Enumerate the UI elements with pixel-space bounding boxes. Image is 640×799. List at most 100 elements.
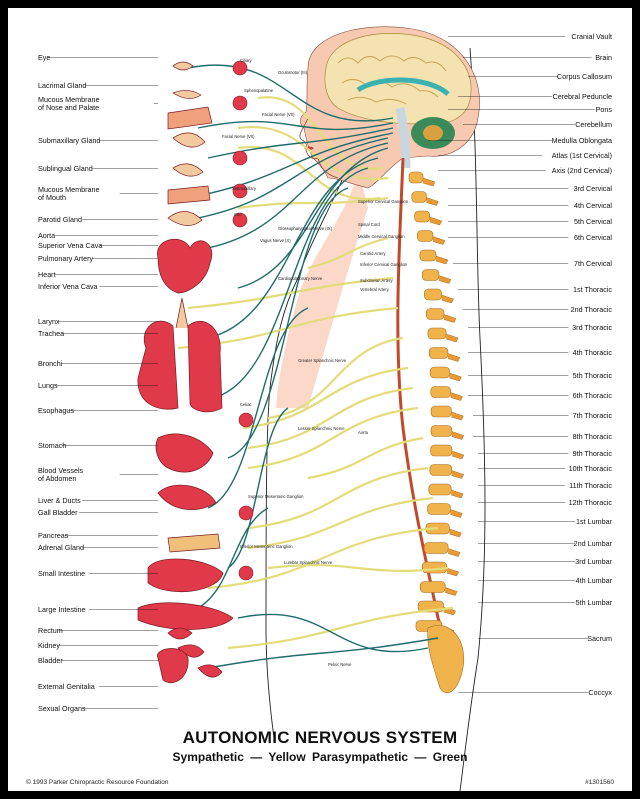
spinous-process bbox=[449, 528, 462, 538]
nerve-label: Inferior Mesenteric Ganglion bbox=[240, 544, 293, 549]
nerve-label: Middle Cervical Ganglion bbox=[358, 234, 405, 239]
left-label: Esophagus bbox=[38, 406, 74, 415]
nerve-label: Greater Splanchnic Nerve bbox=[298, 358, 347, 363]
right-label: 3rd Lumbar bbox=[575, 557, 612, 566]
left-leader-lines bbox=[48, 57, 158, 709]
left-label: Bladder bbox=[38, 656, 63, 665]
body-outline bbox=[459, 47, 486, 791]
sympathetic-nerve bbox=[242, 366, 409, 430]
eye-organ bbox=[172, 61, 194, 71]
parasympathetic-nerve bbox=[197, 120, 394, 131]
left-label: Adrenal Gland bbox=[38, 543, 84, 552]
spinous-process bbox=[435, 255, 449, 265]
left-label: Liver & Ducts bbox=[38, 496, 81, 505]
right-label: Brain bbox=[595, 53, 612, 62]
vertebra bbox=[430, 425, 453, 437]
spinous-process bbox=[429, 216, 443, 226]
vertebra bbox=[414, 210, 430, 223]
left-label: Rectum bbox=[38, 626, 63, 635]
spinous-process bbox=[450, 392, 463, 401]
left-label: Aorta bbox=[38, 231, 55, 240]
right-label: Atlas (1st Cervical) bbox=[552, 151, 612, 160]
right-label: 1st Thoracic bbox=[573, 285, 612, 294]
nerve-label: Subclavian Artery bbox=[360, 278, 393, 283]
right-label: 12th Thoracic bbox=[569, 498, 613, 507]
nerve-label: Facial Nerve (VII) bbox=[222, 134, 255, 139]
sympathetic-nerve bbox=[247, 496, 434, 550]
right-label: 5th Lumbar bbox=[576, 598, 613, 607]
spinous-process bbox=[451, 431, 465, 440]
right-label: 10th Thoracic bbox=[569, 464, 613, 473]
brainstem bbox=[395, 107, 411, 169]
nerve-label: Submaxillary bbox=[232, 186, 257, 191]
nerve-label: Superior Cervical Ganglion bbox=[358, 199, 409, 204]
vertebra bbox=[427, 503, 451, 515]
nerve-label: Spinal Cord bbox=[358, 222, 381, 227]
spinal-column bbox=[396, 157, 465, 693]
right-label: Cranial Vault bbox=[571, 32, 612, 41]
left-label: Stomach bbox=[38, 441, 66, 450]
parasympathetic-nerve bbox=[207, 142, 389, 249]
spinous-process bbox=[448, 548, 461, 557]
nerve-label: Glossopharyngeal Nerve (IX) bbox=[278, 226, 333, 231]
vertebra bbox=[429, 366, 450, 379]
parasympathetic-nerve bbox=[187, 64, 394, 122]
trachea-organ bbox=[175, 297, 189, 329]
right-label: 5th Cervical bbox=[574, 217, 612, 226]
liver-organ bbox=[157, 484, 217, 510]
right-label: 4th Cervical bbox=[574, 201, 612, 210]
spinous-process bbox=[432, 236, 446, 245]
parasympathetic-nerve bbox=[207, 307, 309, 509]
cerebellum-core bbox=[423, 125, 443, 141]
right-label: 7th Thoracic bbox=[573, 411, 613, 420]
left-label: External Genitalia bbox=[38, 682, 95, 691]
spinous-process bbox=[451, 450, 465, 460]
ganglion bbox=[238, 565, 254, 581]
left-label: Superior Vena Cava bbox=[38, 241, 102, 250]
right-leader-lines bbox=[428, 36, 595, 693]
sympathetic-nerve bbox=[207, 526, 439, 590]
right-label: 2nd Lumbar bbox=[574, 539, 613, 548]
right-label: 11th Thoracic bbox=[569, 481, 612, 490]
spinous-process bbox=[450, 509, 463, 518]
ganglion bbox=[232, 183, 248, 199]
left-label: Large Intestine bbox=[38, 605, 86, 614]
left-label: Pancreas bbox=[38, 531, 69, 540]
bladder-organ bbox=[157, 648, 189, 684]
right-label: Sacrum bbox=[587, 634, 612, 643]
small-intestine-organ bbox=[147, 558, 224, 593]
catalog-number: #1301560 bbox=[585, 779, 614, 786]
vertebra bbox=[428, 483, 452, 496]
spinous-process bbox=[426, 197, 439, 206]
right-label: 3rd Thoracic bbox=[572, 323, 612, 332]
vertebra bbox=[421, 269, 440, 281]
parasympathetic-nerve bbox=[207, 637, 439, 669]
lacrimal-gland-organ bbox=[172, 90, 202, 99]
parasympathetic-nerve bbox=[207, 157, 379, 339]
nerve-label: Aorta bbox=[358, 430, 369, 435]
spinous-process bbox=[447, 353, 461, 362]
vertebra bbox=[429, 464, 452, 476]
ganglion bbox=[238, 505, 254, 521]
left-label: Parotid Gland bbox=[38, 215, 82, 224]
nerve-label: Inferior Cervical Ganglion bbox=[360, 262, 408, 267]
right-label: Pons bbox=[596, 105, 613, 114]
right-label: 4th Lumbar bbox=[576, 576, 613, 585]
spinous-process bbox=[449, 372, 462, 382]
vertebra bbox=[423, 542, 449, 554]
vertebra bbox=[426, 308, 445, 320]
sympathetic-nerve bbox=[237, 196, 389, 210]
left-label: Small Intestine bbox=[38, 569, 85, 578]
spinous-process bbox=[445, 587, 458, 596]
corpus-callosum bbox=[356, 77, 450, 96]
right-label: 2nd Thoracic bbox=[571, 305, 613, 314]
left-label: Heart bbox=[38, 270, 56, 279]
right-label: 7th Cervical bbox=[574, 259, 612, 268]
nerve-label: Pelvic Nerve bbox=[328, 662, 352, 667]
ganglion bbox=[232, 150, 248, 166]
ganglion bbox=[232, 95, 248, 111]
